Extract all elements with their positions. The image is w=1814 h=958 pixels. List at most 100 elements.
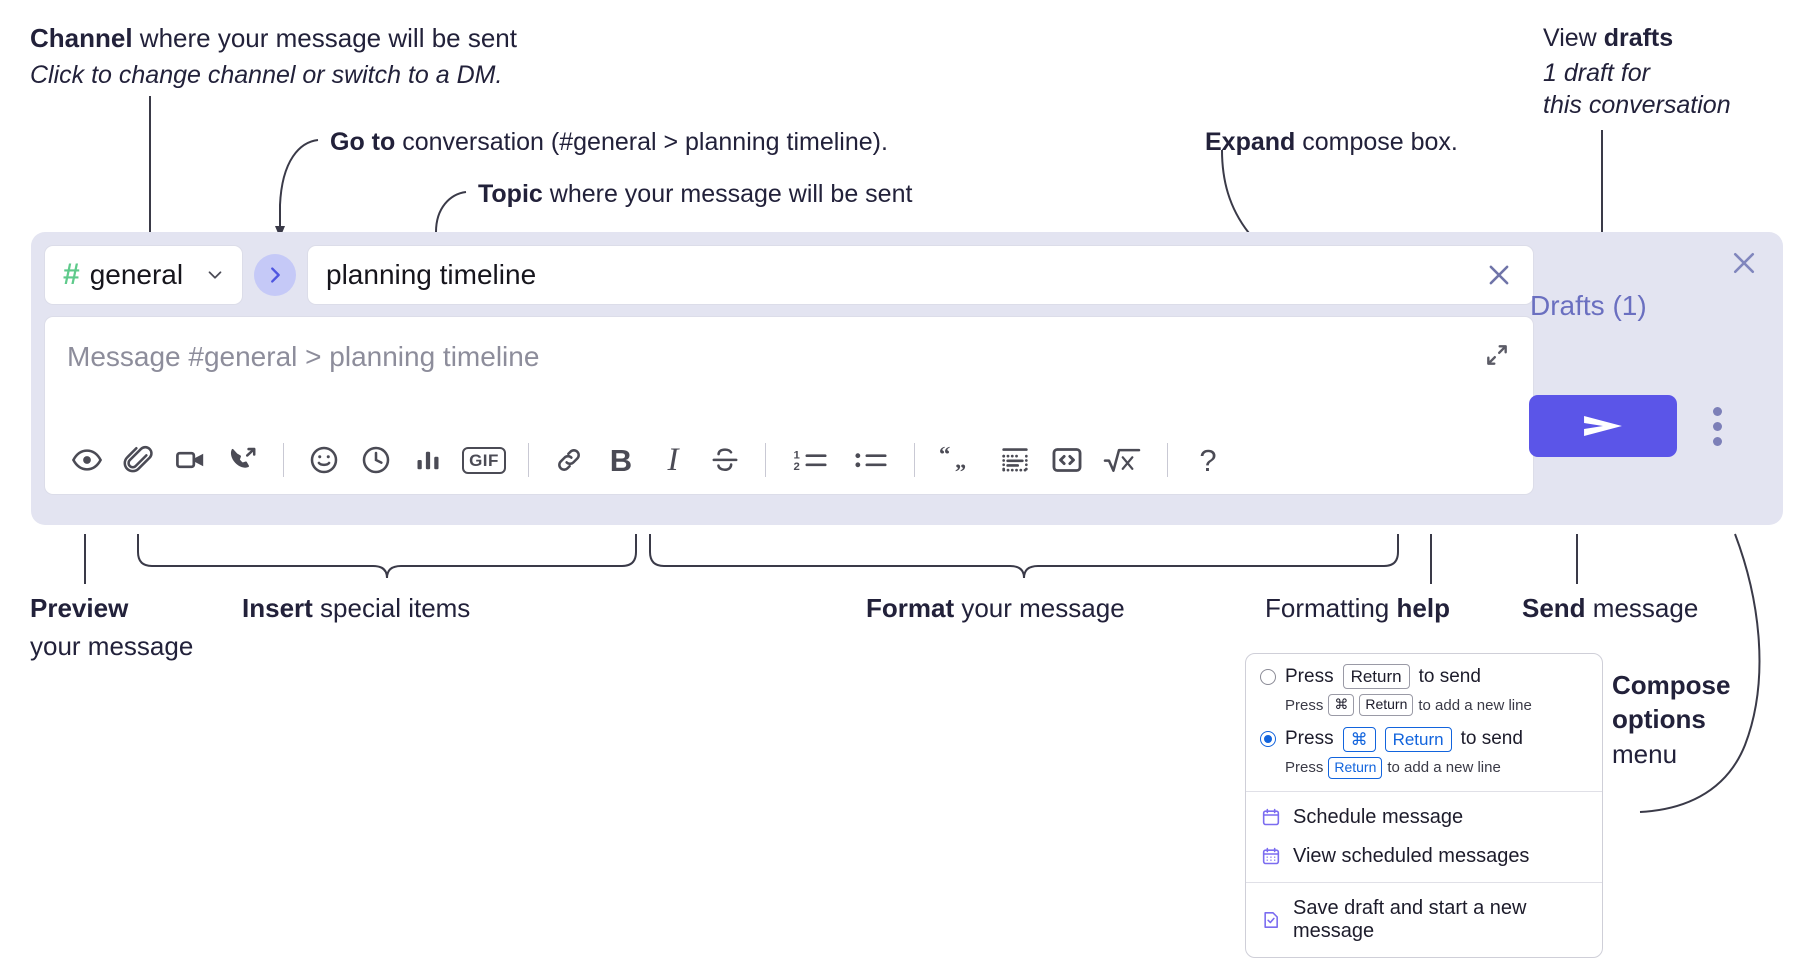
help-icon[interactable]: ? xyxy=(1182,434,1234,486)
send-option-return-sub: Press ⌘ Return to add a new line xyxy=(1285,694,1588,716)
link-icon[interactable] xyxy=(543,434,595,486)
annotation-send-bold: Send xyxy=(1522,593,1586,623)
sub-pre: Press xyxy=(1285,696,1324,714)
toolbar-separator xyxy=(914,443,915,477)
toolbar-separator xyxy=(1167,443,1168,477)
emoji-icon[interactable] xyxy=(298,434,350,486)
annotation-drafts-bold: drafts xyxy=(1603,24,1674,52)
attachment-icon[interactable] xyxy=(113,434,165,486)
annotation-compose-line1: Compose xyxy=(1612,670,1731,700)
annotation-compose-line3: menu xyxy=(1612,738,1678,769)
gif-label: GIF xyxy=(462,446,506,474)
hash-icon: # xyxy=(63,258,80,291)
video-icon[interactable] xyxy=(165,434,217,486)
sub-post: to add a new line xyxy=(1418,696,1532,714)
goto-conversation-button[interactable] xyxy=(254,254,296,296)
svg-text:“: “ xyxy=(939,444,950,466)
math-icon[interactable] xyxy=(1093,434,1153,486)
sub-post: to add a new line xyxy=(1387,759,1501,777)
annotation-insert-bold: Insert xyxy=(242,593,313,623)
call-icon[interactable] xyxy=(217,434,269,486)
key-return: Return xyxy=(1342,664,1410,690)
key-command: ⌘ xyxy=(1328,694,1355,716)
annotation-drafts: View drafts 1 draft for this conversatio… xyxy=(1543,22,1731,121)
annotation-drafts-line3: this conversation xyxy=(1543,91,1731,119)
annotation-compose-line2: options xyxy=(1612,704,1706,735)
draft-section: Save draft and start a new message xyxy=(1246,883,1602,957)
annotation-expand: Expand compose box. xyxy=(1205,126,1458,158)
annotation-topic-bold: Topic xyxy=(478,180,543,208)
menu-item-save-draft[interactable]: Save draft and start a new message xyxy=(1246,889,1602,951)
message-input-area[interactable]: Message #general > planning timeline xyxy=(45,317,1533,426)
annotation-drafts-line2: 1 draft for xyxy=(1543,59,1650,87)
send-option-cmd-sub: Press Return to add a new line xyxy=(1285,757,1588,779)
annotation-fmthelp-bold: help xyxy=(1396,593,1450,623)
compose-options-menu: Press Return to send Press ⌘ Return to a… xyxy=(1245,653,1603,958)
preview-icon[interactable] xyxy=(61,434,113,486)
topic-input[interactable]: planning timeline xyxy=(307,245,1534,305)
annotation-fmthelp-rest: Formatting xyxy=(1265,593,1397,623)
bold-icon[interactable]: B xyxy=(595,434,647,486)
close-icon[interactable] xyxy=(1727,246,1761,280)
ordered-list-icon[interactable]: 1 2 xyxy=(780,434,840,486)
annotation-topic-rest: where your message will be sent xyxy=(542,180,913,208)
annotation-goto: Go to conversation (#general > planning … xyxy=(330,126,888,158)
radio-return[interactable] xyxy=(1260,668,1276,685)
drafts-link[interactable]: Drafts (1) xyxy=(1530,290,1647,321)
calendar-grid-icon xyxy=(1260,845,1282,867)
send-option-return-post: to send xyxy=(1418,665,1481,687)
annotation-preview-line2: your message xyxy=(30,631,194,662)
send-option-return-pre: Press xyxy=(1285,665,1334,687)
annotation-formatting-help: Formatting help xyxy=(1265,592,1450,625)
kebab-menu-icon[interactable] xyxy=(1699,400,1735,452)
annotation-compose-options: Compose options menu xyxy=(1612,668,1730,771)
key-return: Return xyxy=(1328,757,1383,779)
sub-pre: Press xyxy=(1285,759,1324,777)
radio-cmd-return[interactable] xyxy=(1260,731,1276,748)
compose-header-row: # general planning timeline xyxy=(44,244,1534,306)
menu-divider xyxy=(1246,881,1602,883)
blockquote-icon[interactable]: “ „ xyxy=(929,434,989,486)
poll-icon[interactable] xyxy=(402,434,454,486)
annotation-channel-line2: Click to change channel or switch to a D… xyxy=(30,61,503,90)
schedule-section: Schedule message View scheduled messages xyxy=(1246,792,1602,882)
annotation-drafts-rest: View xyxy=(1543,24,1604,52)
clock-icon[interactable] xyxy=(350,434,402,486)
annotation-format-bold: Format xyxy=(866,593,955,623)
message-editor[interactable]: Message #general > planning timeline xyxy=(44,316,1534,495)
send-button[interactable] xyxy=(1529,395,1677,457)
strikethrough-icon[interactable] xyxy=(699,434,751,486)
bulleted-list-icon[interactable] xyxy=(840,434,900,486)
menu-item-label: Save draft and start a new message xyxy=(1293,896,1527,942)
annotation-channel: Channel where your message will be sent … xyxy=(30,22,517,91)
annotation-channel-bold: Channel xyxy=(30,23,133,53)
menu-item-schedule-message[interactable]: Schedule message xyxy=(1246,798,1602,837)
toolbar-separator xyxy=(528,443,529,477)
send-option-cmd-post: to send xyxy=(1460,728,1523,750)
menu-divider xyxy=(1246,790,1602,792)
channel-selector[interactable]: # general xyxy=(44,245,243,305)
compose-box: # general planning timeline xyxy=(31,232,1783,525)
annotation-preview-bold: Preview xyxy=(30,593,129,623)
code-block-icon[interactable] xyxy=(989,434,1041,486)
menu-item-view-scheduled[interactable]: View scheduled messages xyxy=(1246,837,1602,876)
svg-text:„: „ xyxy=(955,448,966,473)
send-option-return[interactable]: Press Return to send xyxy=(1260,664,1588,690)
code-snippet-icon[interactable] xyxy=(1041,434,1093,486)
key-command: ⌘ xyxy=(1342,726,1376,752)
annotation-insert-rest: special items xyxy=(312,593,471,623)
send-shortcut-options: Press Return to send Press ⌘ Return to a… xyxy=(1246,654,1602,791)
annotation-expand-rest: compose box. xyxy=(1295,128,1458,156)
topic-value: planning timeline xyxy=(326,259,537,290)
italic-icon[interactable]: I xyxy=(647,434,699,486)
annotation-send: Send message xyxy=(1522,592,1698,625)
clear-topic-icon[interactable] xyxy=(1479,255,1519,295)
chevron-down-icon xyxy=(204,264,226,286)
annotation-send-rest: message xyxy=(1585,593,1699,623)
send-option-cmd-return[interactable]: Press ⌘ Return to send xyxy=(1260,726,1588,752)
expand-icon[interactable] xyxy=(1479,337,1515,373)
compose-main: # general planning timeline xyxy=(44,244,1534,495)
gif-icon[interactable]: GIF xyxy=(454,434,514,486)
annotation-expand-bold: Expand xyxy=(1205,128,1296,156)
italic-label: I xyxy=(667,441,679,478)
